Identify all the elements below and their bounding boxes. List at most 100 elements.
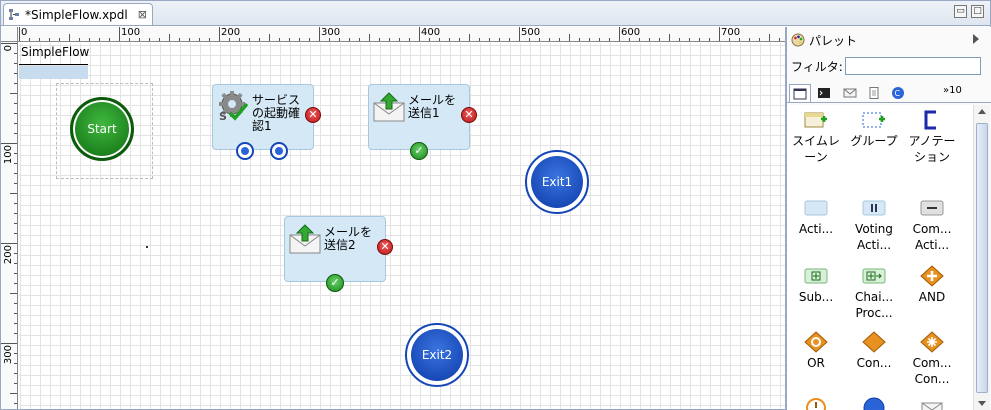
tab-cal[interactable]: C xyxy=(887,84,909,102)
scroll-up-icon[interactable] xyxy=(978,109,986,114)
success-connector-icon[interactable]: ✓ xyxy=(410,142,428,160)
ruler-tick xyxy=(329,38,330,41)
palette-item-compensation-activity[interactable]: Com... Acti... xyxy=(903,197,961,253)
ruler-tick xyxy=(549,38,550,41)
ruler-tick xyxy=(14,63,17,64)
exit-event-1[interactable]: Exit1 xyxy=(525,150,589,214)
palette-item-chained-process[interactable]: Chai... Proc... xyxy=(845,265,903,321)
ruler-label: 600 xyxy=(621,27,641,38)
palette-item-end-event[interactable] xyxy=(845,397,903,410)
cal-icon: C xyxy=(892,87,904,99)
ruler-tick xyxy=(709,38,710,41)
maximize-button[interactable]: □ xyxy=(971,5,984,18)
palette-item-subprocess[interactable]: Sub... xyxy=(787,265,845,305)
error-handler-icon[interactable]: ✕ xyxy=(461,107,477,123)
palette-item-label: Com... Con... xyxy=(912,356,952,386)
ruler-tick xyxy=(579,38,580,41)
collapse-palette-icon[interactable] xyxy=(973,34,979,44)
palette-item-mail-event[interactable] xyxy=(903,397,961,410)
ruler-tick xyxy=(369,34,370,41)
tab-basic-shapes[interactable] xyxy=(789,84,811,102)
palette-item-activity[interactable]: Acti... xyxy=(787,197,845,237)
ruler-tick xyxy=(559,38,560,41)
workflow-file-icon xyxy=(8,8,21,21)
ruler-tick xyxy=(299,38,300,41)
connection-point-icon[interactable] xyxy=(270,142,288,160)
editor-tab[interactable]: *SimpleFlow.xpdl ⊠ xyxy=(3,3,153,25)
ruler-tick xyxy=(14,183,17,184)
activity-send-mail-1[interactable]: メールを送信1 ✕ ✓ xyxy=(368,84,477,160)
tab-console[interactable] xyxy=(813,84,835,102)
palette-item-swimlane[interactable]: スイムレーン xyxy=(787,109,845,165)
ruler-label: 300 xyxy=(321,27,341,38)
palette-item-and-gateway[interactable]: AND xyxy=(903,265,961,305)
palette-item-condition-gateway[interactable]: Con... xyxy=(845,331,903,371)
palette-item-annotation[interactable]: アノテーション xyxy=(903,109,961,165)
palette-item-voting-activity[interactable]: Voting Acti... xyxy=(845,197,903,253)
ruler-tick xyxy=(14,323,17,324)
palette-item-label: Acti... xyxy=(798,222,834,236)
ruler-tick xyxy=(719,27,720,41)
ruler-tick xyxy=(14,363,17,364)
mail-event-icon xyxy=(921,402,943,410)
swimlane-icon xyxy=(804,112,827,128)
palette-item-label: Voting Acti... xyxy=(855,222,893,252)
palette-item-complex-condition[interactable]: Com... Con... xyxy=(903,331,961,387)
ruler-tick xyxy=(699,38,700,41)
ruler-tick xyxy=(14,223,17,224)
ruler-label: 500 xyxy=(521,27,541,38)
ruler-tick xyxy=(359,38,360,41)
palette-icon xyxy=(791,33,805,47)
compensation-activity-icon xyxy=(920,200,944,216)
ruler-tick xyxy=(349,38,350,41)
more-tabs-button[interactable]: »10 xyxy=(943,85,962,96)
ruler-tick xyxy=(1,43,17,44)
scroll-down-icon[interactable] xyxy=(978,401,986,406)
ruler-tick xyxy=(14,333,17,334)
scroll-thumb[interactable] xyxy=(976,123,988,393)
tab-mail[interactable] xyxy=(839,84,861,102)
minimize-button[interactable]: ▭ xyxy=(954,5,967,18)
ruler-tick xyxy=(159,38,160,41)
start-event[interactable]: Start xyxy=(70,97,134,161)
window-icon xyxy=(793,88,807,99)
ruler-tick xyxy=(14,163,17,164)
activity-service-check[interactable]: S サービスの起動確認1 ✕ xyxy=(212,84,321,160)
ruler-label: 200 xyxy=(221,27,241,38)
pool-name[interactable]: SimpleFlow xyxy=(19,45,89,65)
palette-scrollbar[interactable] xyxy=(973,105,990,410)
connection-point-icon[interactable] xyxy=(236,142,254,160)
tab-document[interactable] xyxy=(863,84,885,102)
error-handler-icon[interactable]: ✕ xyxy=(305,107,321,123)
activity-send-mail-2[interactable]: メールを送信2 ✕ ✓ xyxy=(284,216,393,292)
exit-event-2[interactable]: Exit2 xyxy=(405,323,469,387)
palette-item-or-gateway[interactable]: OR xyxy=(787,331,845,371)
exit-2-label: Exit2 xyxy=(421,348,453,362)
palette-item-group[interactable]: グループ xyxy=(845,109,903,149)
ruler-tick xyxy=(119,27,120,41)
ruler-tick xyxy=(69,34,70,41)
send-mail-icon xyxy=(373,92,405,122)
success-connector-icon[interactable]: ✓ xyxy=(326,274,344,292)
diagram-canvas[interactable]: SimpleFlow Start S xyxy=(19,43,785,409)
error-handler-icon[interactable]: ✕ xyxy=(377,239,393,255)
filter-input[interactable] xyxy=(844,57,981,75)
ruler-tick xyxy=(599,38,600,41)
ruler-tick xyxy=(389,38,390,41)
svg-text:C: C xyxy=(895,89,901,98)
ruler-tick xyxy=(14,373,17,374)
ruler-tick xyxy=(669,34,670,41)
ruler-tick xyxy=(259,38,260,41)
start-selection-box xyxy=(56,83,153,179)
palette-item-timer[interactable] xyxy=(787,397,845,410)
subprocess-icon xyxy=(804,268,828,284)
close-tab-icon[interactable]: ⊠ xyxy=(137,8,147,21)
ruler-tick xyxy=(14,173,17,174)
ruler-tick xyxy=(1,143,17,144)
condition-gateway-icon xyxy=(862,331,886,353)
ruler-tick xyxy=(489,38,490,41)
ruler-tick xyxy=(14,53,17,54)
ruler-tick xyxy=(169,34,170,41)
ruler-tick xyxy=(769,34,770,41)
